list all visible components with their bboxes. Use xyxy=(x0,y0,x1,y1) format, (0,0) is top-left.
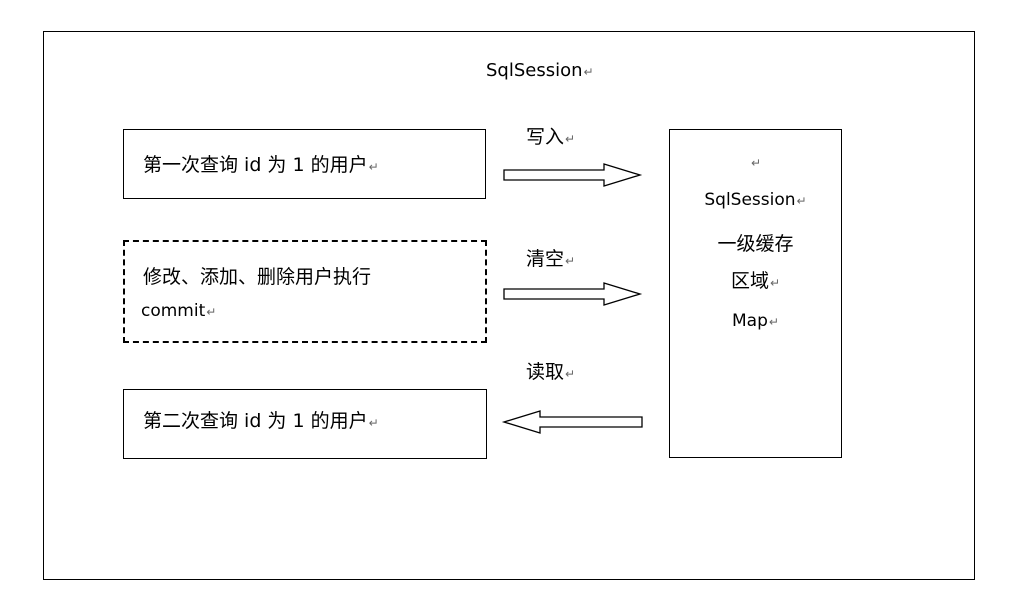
commit-text: commit xyxy=(141,301,206,321)
clear-text: 清空 xyxy=(526,248,565,270)
modify-label-line1: 修改、添加、删除用户执行 xyxy=(143,262,371,289)
modify-commit-box xyxy=(123,240,487,343)
first-level-cache-box: ↵ SqlSession↵ 一级缓存 区域↵ Map↵ xyxy=(669,129,842,458)
modify-text: 修改、添加、删除用户执行 xyxy=(143,266,372,288)
read-text: 读取 xyxy=(526,361,565,383)
diagram-title: SqlSession↵ xyxy=(486,60,594,81)
paragraph-mark: ↵ xyxy=(565,367,576,381)
paragraph-mark: ↵ xyxy=(769,276,781,290)
first-query-text: 第一次查询 id 为 1 的用户 xyxy=(143,154,368,176)
write-text: 写入 xyxy=(526,126,565,148)
read-arrow xyxy=(501,410,643,434)
cache-empty-line: ↵ xyxy=(670,150,841,172)
read-label: 读取↵ xyxy=(526,357,575,384)
second-query-label: 第二次查询 id 为 1 的用户↵ xyxy=(143,406,379,433)
write-label: 写入↵ xyxy=(526,122,575,149)
cache-map-text: Map xyxy=(732,311,768,331)
second-query-text: 第二次查询 id 为 1 的用户 xyxy=(143,410,368,432)
write-arrow xyxy=(503,163,643,187)
paragraph-mark: ↵ xyxy=(368,160,379,174)
diagram-frame xyxy=(43,31,975,580)
paragraph-mark: ↵ xyxy=(796,194,807,208)
cache-area-text: 区域 xyxy=(730,270,769,292)
cache-line-4: Map↵ xyxy=(670,311,841,331)
cache-level-text: 一级缓存 xyxy=(717,233,794,255)
paragraph-mark: ↵ xyxy=(768,315,779,329)
cache-line-2: 一级缓存 xyxy=(670,229,841,256)
paragraph-mark: ↵ xyxy=(750,156,762,170)
paragraph-mark: ↵ xyxy=(206,305,217,319)
cache-line-3: 区域↵ xyxy=(670,266,841,293)
clear-label: 清空↵ xyxy=(526,244,575,271)
first-query-label: 第一次查询 id 为 1 的用户↵ xyxy=(143,150,379,177)
first-query-box xyxy=(123,129,486,199)
paragraph-mark: ↵ xyxy=(565,132,576,146)
paragraph-mark: ↵ xyxy=(583,65,594,79)
diagram-title-text: SqlSession xyxy=(486,60,583,81)
clear-arrow xyxy=(503,282,643,306)
cache-line-1: SqlSession↵ xyxy=(670,190,841,210)
cache-sqlsession-text: SqlSession xyxy=(704,190,796,210)
second-query-box xyxy=(123,389,487,459)
paragraph-mark: ↵ xyxy=(565,254,576,268)
modify-label-line2: commit↵ xyxy=(141,301,216,321)
paragraph-mark: ↵ xyxy=(368,416,379,430)
